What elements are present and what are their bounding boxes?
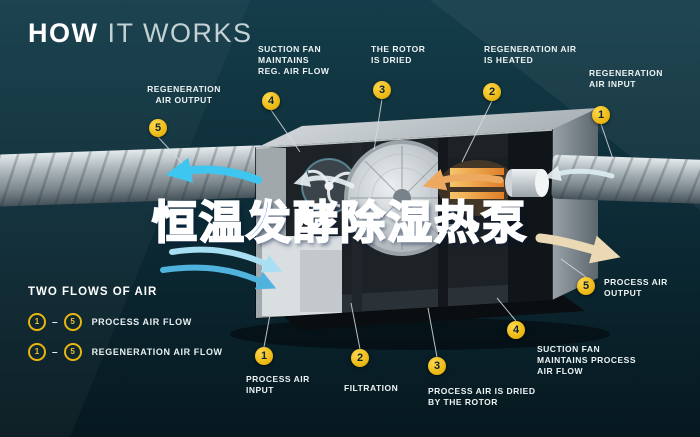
legend-badge-from-regen: 1 xyxy=(28,343,46,361)
badge-process-suction-fan: 4 xyxy=(507,321,525,339)
label-regen-air-input: REGENERATION AIR INPUT xyxy=(589,68,663,90)
left-duct xyxy=(0,145,267,207)
regeneration-air-input-arrow xyxy=(544,165,615,181)
right-duct xyxy=(551,154,700,204)
label-regen-air-output: REGENERATION AIR OUTPUT xyxy=(147,84,221,106)
badge-process-output: 5 xyxy=(577,277,595,295)
process-air-input-arrow-2 xyxy=(160,264,277,290)
interior-right-section xyxy=(508,130,552,305)
regen-fan-cylinder xyxy=(505,169,549,197)
process-air-output-arrow xyxy=(535,233,621,264)
label-filtration: FILTRATION xyxy=(344,383,399,393)
interior-divider-right xyxy=(438,134,448,318)
badge-air-heated: 2 xyxy=(483,83,501,101)
badge-process-input: 1 xyxy=(255,347,273,365)
filter-panel xyxy=(300,250,342,312)
legend-dash-process: – xyxy=(52,316,58,328)
label-rotor-dried: THE ROTOR IS DRIED xyxy=(371,44,426,66)
label-process-air-output: PROCESS AIR OUTPUT xyxy=(604,277,668,299)
title-sub: IT WORKS xyxy=(107,18,253,48)
legend-heading: TWO FLOWS OF AIR xyxy=(28,286,158,298)
badge-filtration: 2 xyxy=(351,349,369,367)
machine-interior xyxy=(256,130,552,318)
badge-process-dried: 3 xyxy=(428,357,446,375)
legend-dash-regen: – xyxy=(52,346,58,358)
label-suction-fan-regen: SUCTION FAN MAINTAINS REG. AIR FLOW xyxy=(258,44,330,77)
heated-air-arrow xyxy=(422,169,504,191)
chinese-product-overlay: 恒温发酵除湿热泵 xyxy=(151,195,529,250)
badge-regen-input: 1 xyxy=(592,106,610,124)
label-process-air-input: PROCESS AIR INPUT xyxy=(246,374,310,396)
regeneration-air-output-arrow xyxy=(165,157,262,184)
legend-badge-to-regen: 5 xyxy=(63,343,82,361)
page-title: HOW IT WORKS xyxy=(28,18,253,49)
callout-lines xyxy=(157,98,614,358)
process-air-input-arrow-1 xyxy=(169,246,283,273)
badge-regen-output: 5 xyxy=(149,119,167,137)
legend-badge-to-process: 5 xyxy=(63,313,82,331)
machine-right-face xyxy=(552,108,598,300)
internal-air-arrow xyxy=(293,171,355,189)
legend-row-regeneration: 1 – 5 REGENERATION AIR FLOW xyxy=(28,343,223,361)
badge-regen-suction-fan: 4 xyxy=(262,92,280,110)
front-top-edge-highlight xyxy=(255,129,553,149)
legend-badge-from-process: 1 xyxy=(28,313,46,331)
label-process-dried-rotor: PROCESS AIR IS DRIED BY THE ROTOR xyxy=(428,386,536,408)
badge-rotor-dried: 3 xyxy=(373,81,391,99)
machine-top-face xyxy=(256,108,598,148)
title-main: HOW xyxy=(28,18,99,48)
legend-label-process: PROCESS AIR FLOW xyxy=(91,317,192,327)
suction-fan xyxy=(301,158,357,214)
legend-label-regen: REGENERATION AIR FLOW xyxy=(91,347,223,357)
air-flow-arrows xyxy=(160,157,621,290)
label-suction-fan-process: SUCTION FAN MAINTAINS PROCESS AIR FLOW xyxy=(537,344,637,377)
label-regen-air-heated: REGENERATION AIR IS HEATED xyxy=(484,44,577,66)
legend-row-process: 1 – 5 PROCESS AIR FLOW xyxy=(28,313,192,331)
